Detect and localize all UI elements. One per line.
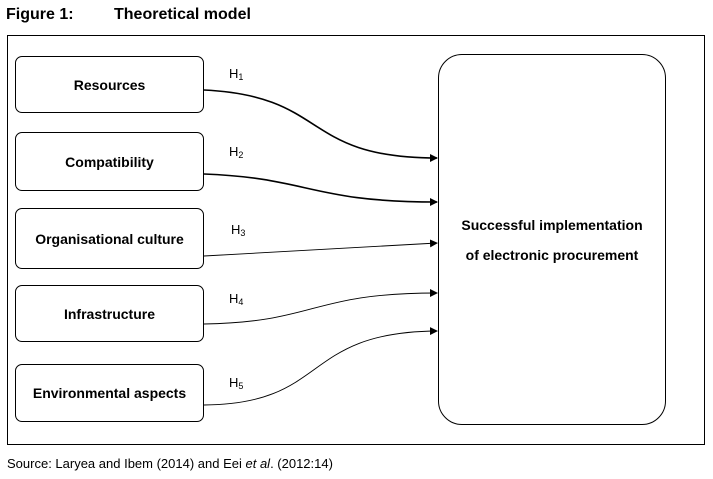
- factor-label: Compatibility: [65, 153, 154, 170]
- arrow-h3: [203, 239, 438, 257]
- outcome-line-2: of electronic procurement: [465, 246, 639, 263]
- hypothesis-label-h2: H2: [229, 144, 244, 160]
- figure-title: Figure 1: Theoretical model: [6, 6, 251, 24]
- hypothesis-label-h1: H1: [229, 66, 244, 82]
- factor-box-environmental-aspects: Environmental aspects: [15, 364, 204, 422]
- factor-label: Resources: [73, 76, 146, 93]
- factor-label: Organisational culture: [35, 230, 184, 247]
- figure-title-text: Theoretical model: [114, 6, 251, 23]
- hypothesis-label-h5: H5: [229, 375, 244, 391]
- arrow-h1: [203, 89, 438, 162]
- arrow-h2: [203, 173, 438, 206]
- factor-label: Infrastructure: [63, 305, 156, 322]
- outcome-line-1: Successful implementation: [461, 216, 643, 233]
- diagram-frame: [7, 35, 705, 445]
- hypothesis-label-h4: H4: [229, 291, 244, 307]
- hypothesis-label-h3: H3: [231, 222, 246, 238]
- factor-box-infrastructure: Infrastructure: [15, 285, 204, 342]
- factor-box-compatibility: Compatibility: [15, 132, 204, 191]
- figure-label: Figure 1:: [6, 6, 74, 23]
- factor-box-resources: Resources: [15, 56, 204, 113]
- arrow-h4: [203, 289, 438, 325]
- factor-box-organisational-culture: Organisational culture: [15, 208, 204, 269]
- source-citation: Source: Laryea and Ibem (2014) and Eei e…: [7, 456, 333, 471]
- arrow-h5: [203, 327, 438, 406]
- outcome-box: Successful implementation of electronic …: [438, 54, 666, 425]
- factor-label: Environmental aspects: [32, 385, 187, 401]
